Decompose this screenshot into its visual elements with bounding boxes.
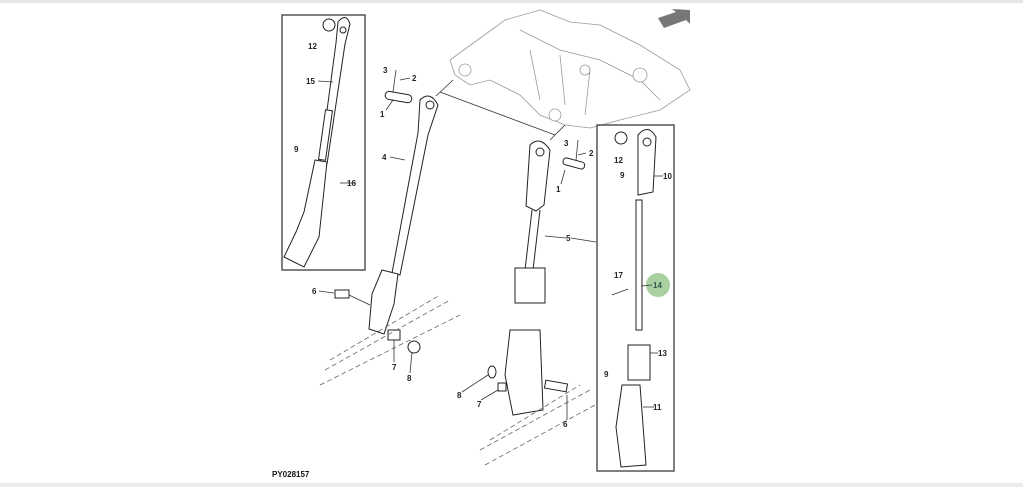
- callout-leaders: [317, 77, 663, 420]
- direction-arrow-icon: [658, 9, 690, 28]
- callout-9[interactable]: 9: [294, 145, 299, 154]
- leader-arrows: [435, 79, 566, 141]
- callout-17[interactable]: 17: [614, 271, 623, 280]
- lower-link-assembly: [487, 139, 586, 416]
- callout-1[interactable]: 1: [380, 110, 385, 119]
- callout-1[interactable]: 1: [556, 185, 561, 194]
- bottom-border: [0, 483, 1023, 487]
- callout-3[interactable]: 3: [383, 66, 388, 75]
- callout-15[interactable]: 15: [306, 77, 315, 86]
- detail-box-left: [281, 14, 366, 271]
- top-border: [0, 0, 1023, 3]
- callout-16[interactable]: 16: [347, 179, 356, 188]
- highlight-marker: [646, 273, 670, 297]
- callout-10[interactable]: 10: [663, 172, 672, 181]
- callout-7[interactable]: 7: [477, 400, 482, 409]
- callout-12[interactable]: 12: [308, 42, 317, 51]
- top-link-assembly-middle: [334, 69, 439, 354]
- callout-12[interactable]: 12: [614, 156, 623, 165]
- callout-7[interactable]: 7: [392, 363, 397, 372]
- lower-link-detail-assembly: [611, 129, 657, 468]
- callout-6[interactable]: 6: [312, 287, 317, 296]
- callout-11[interactable]: 11: [653, 403, 662, 412]
- detail-box-right: [596, 124, 675, 472]
- figure-code: PY028157: [272, 470, 310, 479]
- callout-8[interactable]: 8: [407, 374, 412, 383]
- top-link-assembly-left: [283, 17, 351, 268]
- hitch-frame-drawing: [449, 9, 691, 129]
- callout-5[interactable]: 5: [566, 234, 571, 243]
- frame-drawing: [319, 294, 596, 466]
- callout-13[interactable]: 13: [658, 349, 667, 358]
- callout-9[interactable]: 9: [620, 171, 625, 180]
- callout-3[interactable]: 3: [564, 139, 569, 148]
- callout-4[interactable]: 4: [382, 153, 387, 162]
- callout-14[interactable]: 14: [653, 281, 662, 290]
- callout-2[interactable]: 2: [589, 149, 594, 158]
- callout-6[interactable]: 6: [563, 420, 568, 429]
- callout-2[interactable]: 2: [412, 74, 417, 83]
- callout-9[interactable]: 9: [604, 370, 609, 379]
- callout-8[interactable]: 8: [457, 391, 462, 400]
